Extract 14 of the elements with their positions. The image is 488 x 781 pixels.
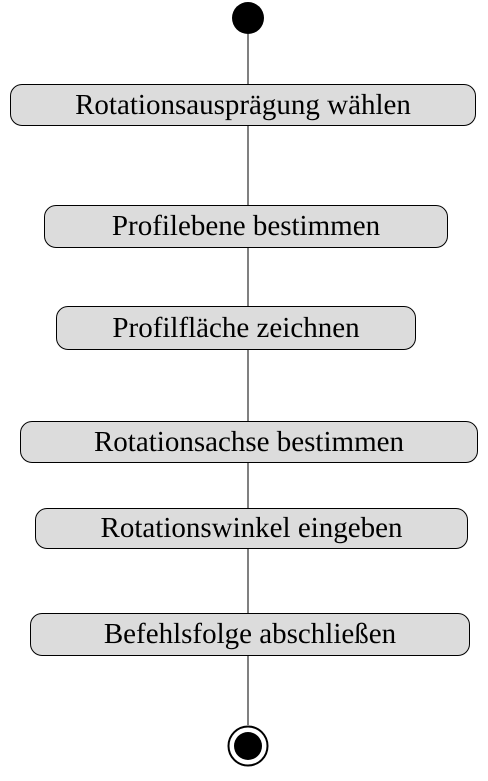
action-box — [30, 613, 470, 656]
initial-node — [232, 2, 264, 34]
action-label: Profilebene bestimmen — [112, 209, 380, 244]
action-label: Rotationswinkel eingeben — [100, 511, 403, 546]
action-label: Befehlsfolge abschließen — [104, 617, 396, 652]
action-label: Rotationsausprägung wählen — [75, 88, 411, 123]
action-label: Profilfläche zeichnen — [112, 310, 360, 346]
action-box — [44, 205, 448, 248]
action-box — [10, 84, 476, 126]
action-box — [20, 421, 478, 463]
action-box — [35, 508, 468, 549]
action-label: Rotationsachse bestimmen — [94, 424, 404, 460]
final-node — [227, 725, 269, 767]
action-box — [56, 306, 416, 350]
